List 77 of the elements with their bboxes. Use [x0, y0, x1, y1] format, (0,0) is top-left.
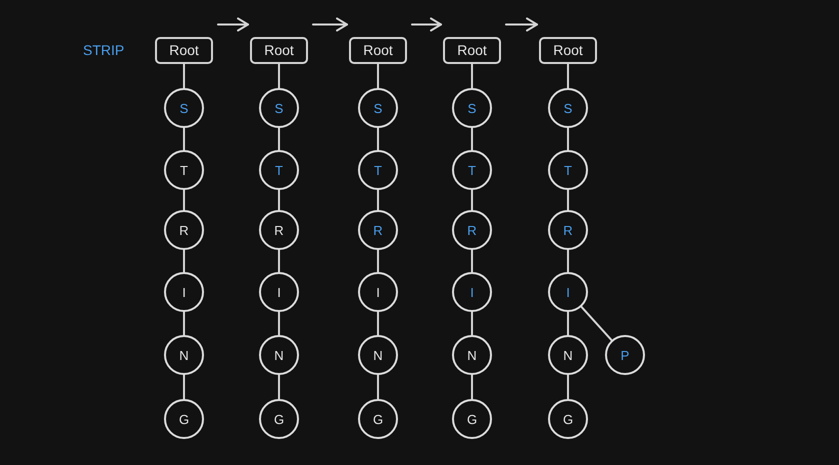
- root-label: Root: [457, 43, 487, 57]
- connector-line: [377, 62, 379, 89]
- connector-line: [278, 311, 280, 336]
- letter-label: I: [566, 286, 570, 298]
- connector-line: [377, 311, 379, 336]
- root-label: Root: [363, 43, 393, 57]
- letter-label: S: [274, 102, 284, 114]
- letter-label: I: [182, 286, 186, 298]
- letter-label: T: [468, 164, 476, 176]
- letter-label: R: [179, 224, 189, 236]
- connector-line: [567, 189, 569, 211]
- letter-label: R: [274, 224, 284, 236]
- root-box: [155, 36, 213, 64]
- letter-label: G: [466, 412, 478, 426]
- letter-label: R: [373, 224, 383, 236]
- letter-label: S: [374, 102, 382, 114]
- connector-line: [183, 127, 185, 151]
- arrow: [505, 18, 538, 32]
- connector-line: [278, 374, 280, 400]
- arrow: [312, 18, 348, 32]
- letter-label: G: [178, 412, 190, 426]
- letter-label: I: [376, 286, 380, 298]
- connector-line: [278, 189, 280, 211]
- connector-line: [377, 189, 379, 211]
- connector-line: [471, 127, 473, 151]
- letter-label: R: [467, 224, 477, 236]
- letter-label: N: [563, 348, 573, 362]
- root-box: [349, 36, 407, 64]
- connector-line: [183, 62, 185, 89]
- letter-label: I: [277, 286, 281, 298]
- root-label: Root: [553, 43, 583, 57]
- letter-label: T: [564, 164, 572, 176]
- connector-line: [567, 249, 569, 273]
- letter-label: R: [563, 224, 573, 236]
- letter-label: S: [180, 102, 188, 114]
- letter-label: S: [564, 102, 572, 114]
- letter-label: T: [275, 164, 283, 176]
- letter-label: P: [620, 348, 630, 362]
- root-box: [250, 36, 308, 64]
- letter-label: G: [562, 412, 574, 426]
- connector-line: [471, 311, 473, 336]
- word-label: STRIP: [83, 41, 124, 59]
- root-box: [443, 36, 501, 64]
- connector-line: [183, 374, 185, 400]
- letter-label: N: [467, 348, 477, 362]
- connector-line: [567, 62, 569, 89]
- letter-label: N: [179, 348, 189, 362]
- arrow: [217, 18, 249, 32]
- connector-line: [471, 189, 473, 211]
- letter-label: T: [180, 164, 188, 176]
- connector-line: [183, 249, 185, 273]
- letter-label: N: [373, 348, 383, 362]
- root-label: Root: [169, 43, 199, 57]
- connector-line: [567, 127, 569, 151]
- letter-label: T: [374, 164, 382, 176]
- connector-line: [278, 127, 280, 151]
- arrow: [411, 18, 442, 32]
- letter-label: G: [274, 412, 284, 426]
- letter-label: S: [468, 102, 476, 114]
- connector-line: [278, 249, 280, 273]
- connector-line: [567, 374, 569, 400]
- connector-line: [183, 189, 185, 211]
- connector-line: [278, 62, 280, 89]
- connector-line: [471, 249, 473, 273]
- connector-line: [567, 311, 569, 336]
- letter-label: N: [274, 348, 284, 362]
- letter-label: I: [470, 286, 474, 298]
- root-box: [539, 36, 597, 64]
- connector-line: [183, 311, 185, 336]
- connector-line: [377, 249, 379, 273]
- letter-label: G: [372, 412, 384, 426]
- root-label: Root: [264, 43, 294, 57]
- connector-line: [377, 127, 379, 151]
- connector-line: [377, 374, 379, 400]
- connector-line: [580, 306, 613, 342]
- connector-line: [471, 62, 473, 89]
- connector-line: [471, 374, 473, 400]
